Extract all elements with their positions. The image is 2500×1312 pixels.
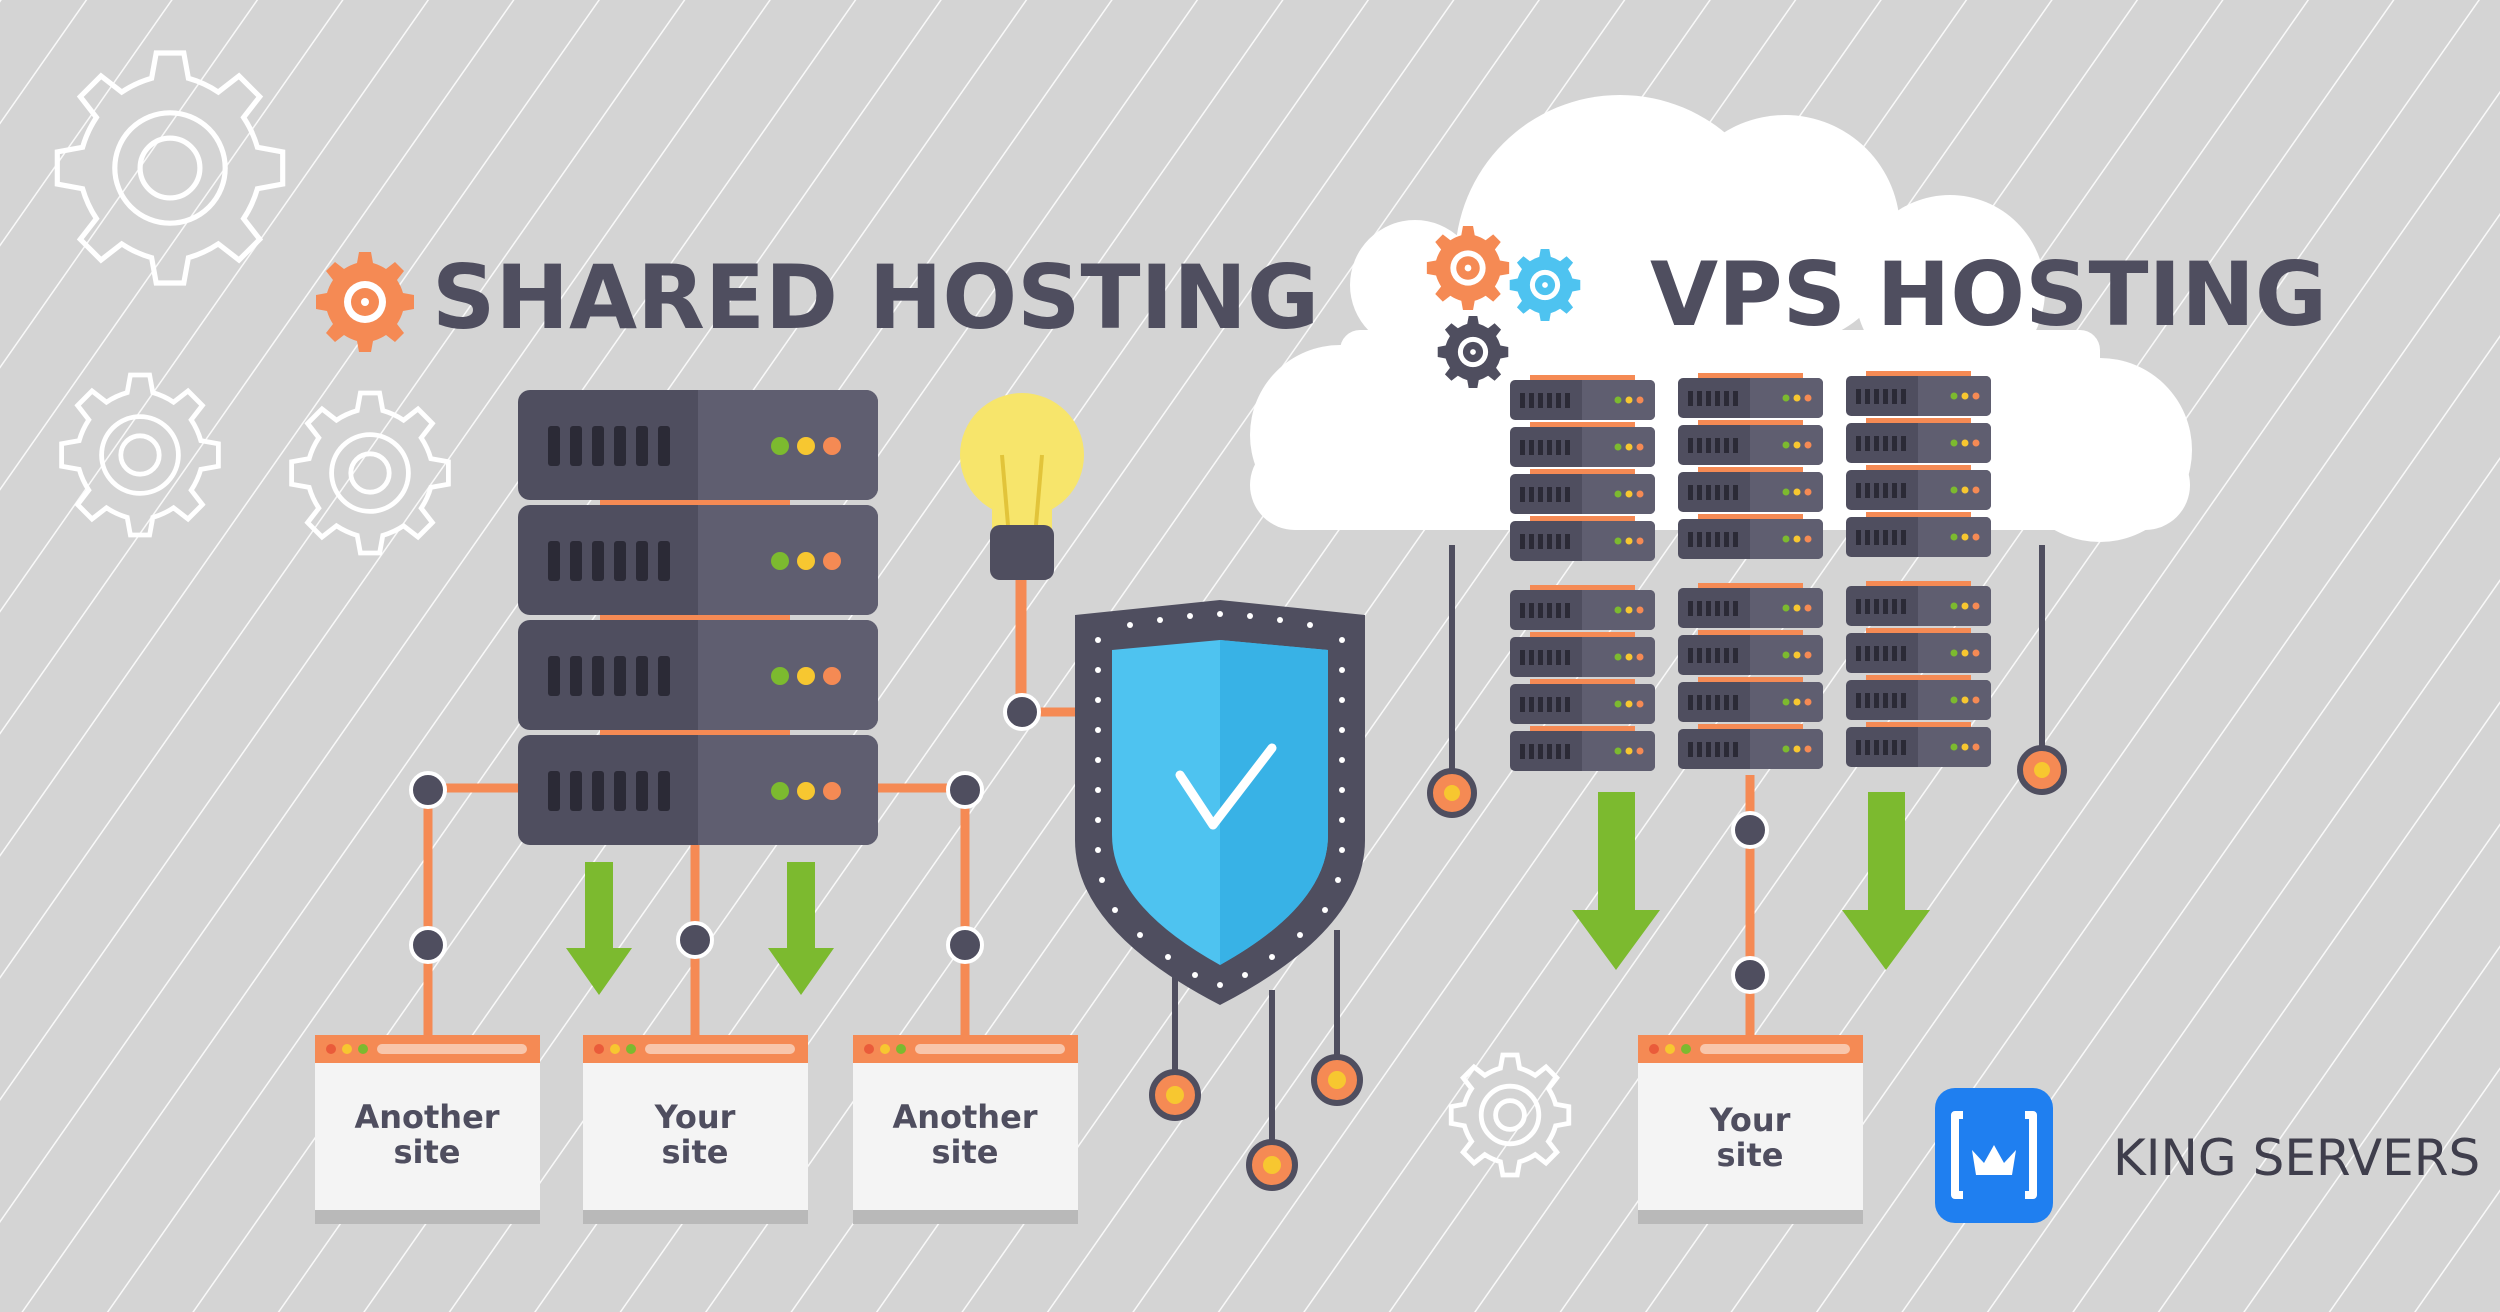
crown-icon bbox=[1951, 1111, 2037, 1199]
vps-download-arrows bbox=[1572, 792, 1930, 970]
gear-icon bbox=[1437, 316, 1509, 388]
shield-icon bbox=[1075, 600, 1365, 1191]
site-label: Your bbox=[654, 1098, 736, 1136]
arrow-down-icon bbox=[768, 862, 834, 995]
site-label: site bbox=[1716, 1136, 1783, 1174]
king-servers-logo bbox=[1935, 1088, 2053, 1223]
wire-nodes bbox=[409, 771, 984, 964]
gear-icon bbox=[62, 375, 219, 535]
site-window-your-site: Your site bbox=[583, 1035, 808, 1224]
brand-name: KING SERVERS bbox=[2113, 1129, 2480, 1187]
shield-rivets bbox=[1095, 611, 1345, 988]
site-label: site bbox=[931, 1133, 998, 1171]
site-label: Another bbox=[354, 1098, 499, 1136]
vps-hosting-title: VPS HOSTING bbox=[1650, 243, 2327, 346]
gear-icon bbox=[292, 393, 449, 553]
gear-icon bbox=[1509, 249, 1581, 321]
site-window-another-1: Another site bbox=[315, 1035, 540, 1224]
vps-gears bbox=[1426, 226, 1581, 388]
site-window-another-2: Another site bbox=[853, 1035, 1078, 1224]
site-label: Another bbox=[892, 1098, 1037, 1136]
gear-icon bbox=[1426, 226, 1510, 310]
gear-icon bbox=[316, 252, 414, 352]
site-label: site bbox=[393, 1133, 460, 1171]
vps-wires bbox=[1449, 545, 2045, 775]
shared-hosting-title-group: SHARED HOSTING bbox=[316, 246, 1319, 352]
lightbulb-icon bbox=[960, 393, 1084, 731]
shared-hosting-title: SHARED HOSTING bbox=[432, 246, 1319, 349]
arrow-down-icon bbox=[1572, 792, 1660, 970]
site-label: Your bbox=[1709, 1101, 1791, 1139]
shared-server-rack bbox=[518, 390, 878, 845]
checkmark-icon bbox=[1175, 743, 1277, 830]
arrow-down-icon bbox=[566, 862, 632, 995]
gear-icon bbox=[1451, 1055, 1569, 1175]
arrow-down-icon bbox=[1842, 792, 1930, 970]
gear-icon bbox=[57, 53, 282, 283]
site-window-vps-your-site: Your site bbox=[1638, 1035, 1863, 1224]
site-label: site bbox=[661, 1133, 728, 1171]
download-arrows bbox=[566, 862, 834, 995]
